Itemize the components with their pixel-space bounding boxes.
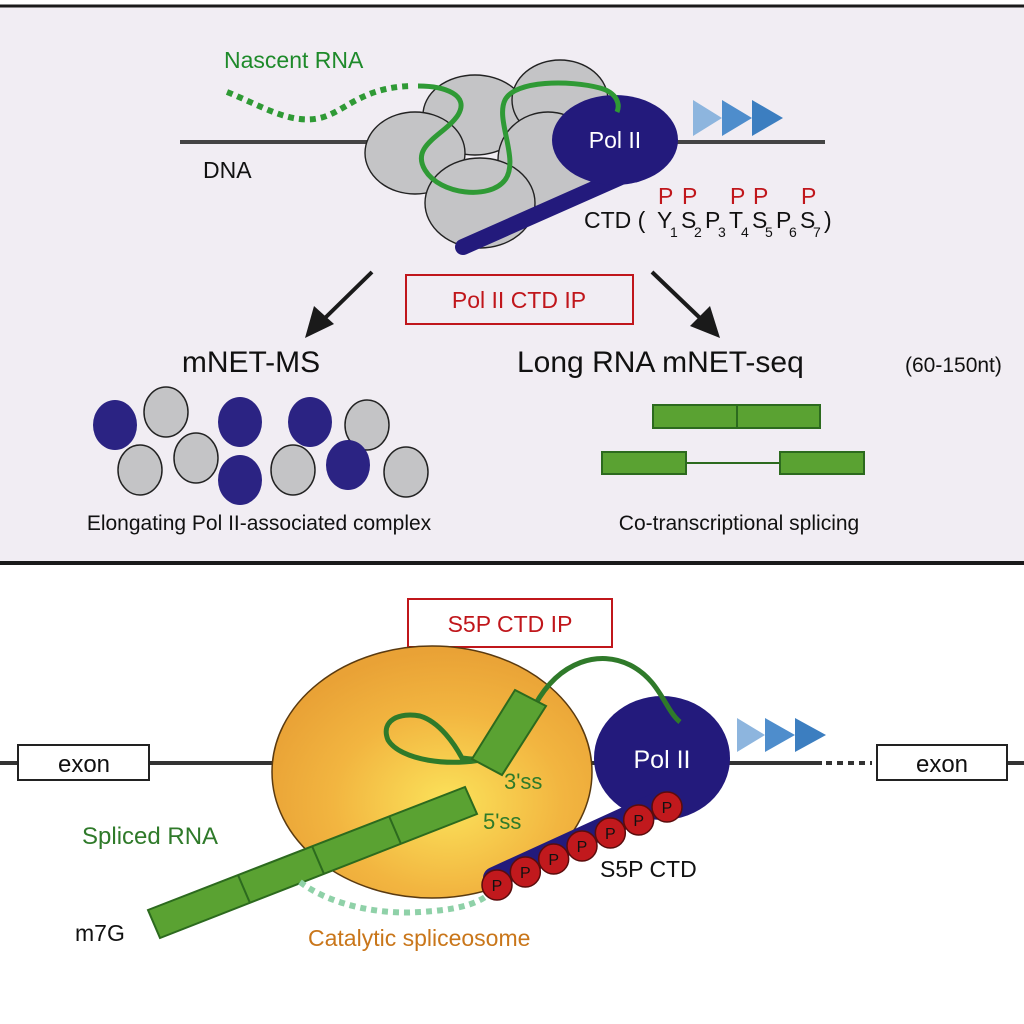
spliced-rna-bar — [146, 785, 479, 940]
pol2-ctd-tail — [455, 165, 638, 255]
pol2-enzyme — [552, 95, 678, 185]
associated-protein-circle — [117, 444, 163, 496]
ctd-residue-position: 1 — [670, 224, 678, 240]
mnet-ms-caption: Elongating Pol II-associated complex — [87, 512, 432, 535]
associated-protein-circle — [344, 399, 390, 451]
branch-arrows — [305, 270, 720, 338]
arrow-right-head — [690, 306, 720, 338]
s5p-ctd-ip-label: S5P CTD IP — [448, 611, 573, 637]
ctd-phospho-mark: P — [753, 183, 768, 209]
ctd-residue-position: 2 — [694, 224, 702, 240]
transcription-direction-icon-bottom — [737, 718, 826, 752]
ctd-residue: S — [752, 207, 767, 233]
bottom-panel: S5P CTD IP exon exon Pol II — [0, 598, 1024, 951]
exon-left-label: exon — [58, 751, 110, 778]
downstream-exon-segment — [470, 688, 548, 777]
ss3-label: 3'ss — [504, 769, 542, 794]
ss5-label: 5'ss — [483, 809, 521, 834]
long-rna-size-note: (60-150nt) — [905, 354, 1002, 377]
phospho-group — [651, 791, 683, 823]
long-rna-caption: Co-transcriptional splicing — [619, 512, 859, 535]
phospho-group — [566, 830, 598, 862]
associated-protein-circle — [143, 386, 189, 438]
m7g-cap-label: m7G — [75, 920, 125, 946]
associated-protein-circle — [270, 444, 316, 496]
ctd-residue: Y — [657, 207, 672, 233]
pol2-label: Pol II — [589, 127, 641, 153]
dna-label: DNA — [203, 157, 252, 183]
arrow-left-head — [305, 306, 334, 338]
nascent-rna-bottom — [532, 656, 682, 724]
ctd-residue: T — [729, 207, 743, 233]
phospho-group — [509, 856, 542, 888]
pol2-subunit-circle — [93, 400, 137, 450]
ctd-residue: P — [705, 207, 720, 233]
ctd-phospho-mark: P — [658, 183, 673, 209]
associated-protein-circle — [383, 446, 429, 498]
spliced-read-icon — [601, 451, 865, 475]
ctd-residue: S — [800, 207, 815, 233]
pol2-subunit-circle — [218, 455, 262, 505]
ctd-residue-position: 7 — [813, 224, 821, 240]
s5p-ctd-ip-box — [407, 598, 613, 648]
ctd-residue: P — [776, 207, 791, 233]
phospho-mark: P — [605, 826, 616, 843]
phospho-mark: P — [633, 813, 644, 830]
ctd-residue: S — [681, 207, 696, 233]
pol2-ctd-ip-box — [405, 274, 634, 325]
phospho-group — [622, 804, 655, 836]
nascent-rna-dotted — [225, 83, 411, 123]
arrow-right — [650, 270, 702, 320]
phospho-mark: P — [548, 852, 559, 869]
ctd-residue-position: 3 — [718, 224, 726, 240]
spliced-rna-label: Spliced RNA — [82, 823, 218, 850]
intron-lariat — [383, 712, 491, 765]
exon-right-label: exon — [916, 751, 968, 778]
ctd-phospho-mark: P — [682, 183, 697, 209]
ctd-phospho-mark: P — [730, 183, 745, 209]
exon-left-box — [17, 744, 150, 781]
phospho-mark: P — [577, 839, 588, 856]
ctd-suffix: ) — [824, 207, 832, 233]
arrow-left — [323, 270, 374, 320]
phospho-mark: P — [520, 865, 531, 882]
spliceosome-ctd-link — [298, 879, 490, 916]
mnet-ms-title: mNET-MS — [182, 346, 320, 379]
pol2-subunit-circle — [218, 397, 262, 447]
complex-circles — [93, 386, 429, 505]
phospho-group — [481, 869, 513, 901]
pol2-label-bottom: Pol II — [634, 746, 691, 774]
long-rna-title: Long RNA mNET-seq — [517, 346, 804, 379]
pol2-enzyme-bottom — [594, 696, 730, 820]
phospho-mark: P — [662, 800, 673, 817]
ctd-residue-position: 5 — [765, 224, 773, 240]
ctd-phospho-mark: P — [801, 183, 816, 209]
ctd-prefix: CTD ( — [584, 207, 646, 233]
phospho-mark: P — [492, 878, 503, 895]
ctd-residue-position: 4 — [741, 224, 749, 240]
pol2-ctd-ip-label: Pol II CTD IP — [452, 287, 586, 313]
pol2-subunit-circle — [288, 397, 332, 447]
associated-protein-circle — [173, 432, 219, 484]
phospho-group — [594, 817, 627, 849]
exon-right-box — [876, 744, 1008, 781]
ctd-residue-position: 6 — [789, 224, 797, 240]
catalytic-spliceosome-label: Catalytic spliceosome — [308, 925, 530, 951]
s5p-ctd-label: S5P CTD — [600, 856, 697, 882]
pol2-subunit-circle — [326, 440, 370, 490]
transcription-direction-icon — [693, 100, 783, 136]
unspliced-read-icon — [652, 404, 821, 429]
nascent-rna-label: Nascent RNA — [224, 47, 364, 73]
phospho-group — [537, 843, 570, 875]
nascent-rna-solid — [417, 80, 621, 195]
